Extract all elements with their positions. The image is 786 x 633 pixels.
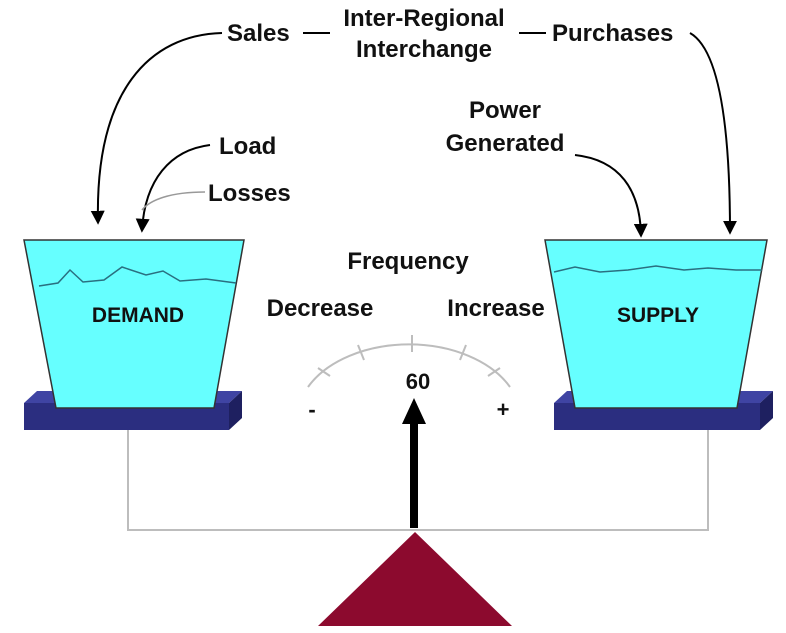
load-arrow: [135, 144, 211, 233]
increase-label: Increase: [447, 295, 544, 322]
power-label-line1: Power: [469, 97, 541, 124]
supply-label: SUPPLY: [617, 304, 699, 327]
frequency-label: Frequency: [347, 248, 469, 275]
interchange-label-line2: Interchange: [356, 36, 492, 63]
demand-level-line: [38, 266, 237, 287]
supply-bucket: [544, 239, 768, 409]
gauge-plus-label: +: [497, 397, 510, 422]
decrease-label: Decrease: [267, 295, 374, 322]
losses-label: Losses: [208, 180, 291, 207]
purchases-arrow: [689, 32, 737, 235]
sales-arrow: [90, 32, 223, 225]
gauge-tick: [459, 344, 467, 361]
demand-label: DEMAND: [92, 304, 184, 327]
gauge-value-label: 60: [406, 369, 430, 394]
power-label-line2: Generated: [446, 130, 565, 157]
balance-beam: [127, 418, 709, 531]
gauge-tick: [357, 344, 365, 361]
load-label: Load: [219, 133, 276, 160]
gauge-tick: [487, 367, 501, 377]
gauge-needle: [402, 398, 426, 528]
gauge-tick: [317, 367, 331, 377]
frequency-gauge: [307, 335, 511, 388]
interchange-label-line1: Inter-Regional: [343, 5, 504, 32]
supply-level-line: [553, 265, 762, 273]
purchases-label: Purchases: [552, 20, 673, 47]
fulcrum-triangle: [318, 532, 512, 626]
demand-bucket: [23, 239, 245, 409]
gauge-minus-label: -: [308, 397, 315, 422]
losses-arrow: [141, 191, 206, 211]
power-generated-arrow: [574, 154, 648, 238]
sales-label: Sales: [227, 20, 290, 47]
